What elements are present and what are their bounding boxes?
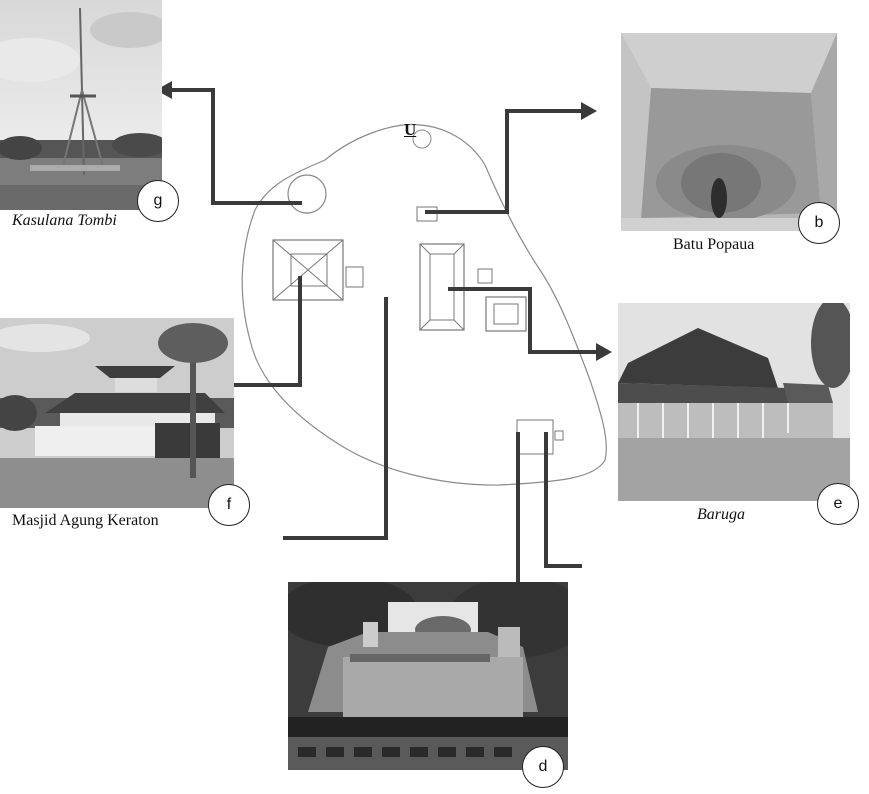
stone-pit-photo-icon xyxy=(621,33,837,231)
kasulana-tombi-site xyxy=(287,174,327,214)
line-center xyxy=(283,297,388,540)
masjid-agung-keraton-photo xyxy=(0,318,234,508)
caption-baruga: Baruga xyxy=(697,506,745,523)
flagpole-photo-icon xyxy=(0,0,162,210)
arrow-to-b xyxy=(425,109,585,214)
arrow-to-f xyxy=(230,276,302,387)
arrowhead-g xyxy=(156,81,172,99)
caption-batu-popaua: Batu Popaua xyxy=(673,236,755,253)
north-marker-circle xyxy=(412,129,432,149)
badge-b: b xyxy=(798,202,840,244)
side-building-footprint xyxy=(485,296,527,332)
mosque-photo-icon xyxy=(0,318,234,508)
baruga-photo xyxy=(618,303,850,501)
pavilion-photo-icon xyxy=(618,303,850,501)
gate-photo-icon xyxy=(288,582,568,770)
arrowhead-e xyxy=(596,343,612,361)
kasulana-tombi-photo xyxy=(0,0,162,210)
arrowhead-b xyxy=(581,102,597,120)
gate-photo xyxy=(288,582,568,770)
batu-popaua-photo xyxy=(621,33,837,231)
site-boundary xyxy=(241,123,607,486)
north-label: U xyxy=(404,120,417,139)
small-structure xyxy=(477,268,493,284)
badge-e: e xyxy=(817,483,859,525)
arrow-to-g xyxy=(170,88,302,205)
badge-f: f xyxy=(208,484,250,526)
line-gate-right xyxy=(544,432,582,568)
arrow-to-e xyxy=(448,287,600,354)
badge-d: d xyxy=(522,746,564,788)
masjid-footprint xyxy=(272,239,364,301)
badge-g: g xyxy=(137,180,179,222)
gate-annex xyxy=(554,430,564,441)
caption-kasulana-tombi: Kasulana Tombi xyxy=(12,212,117,229)
caption-masjid-agung-keraton: Masjid Agung Keraton xyxy=(12,512,159,529)
